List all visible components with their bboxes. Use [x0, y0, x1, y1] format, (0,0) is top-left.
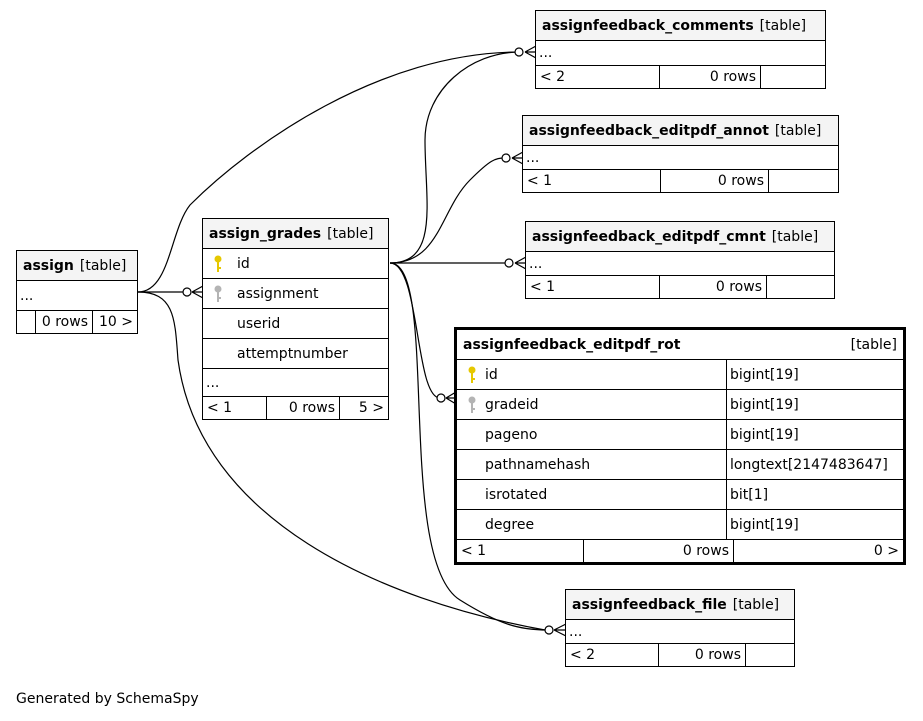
footer-parents: < 2 [566, 644, 659, 666]
column-name: pathnamehash [457, 450, 727, 479]
foreign-key-icon [214, 285, 222, 302]
ellipsis-row: ... [566, 620, 794, 644]
column-row: pageno bigint[19] [457, 420, 903, 450]
footer-children: 5 > [358, 400, 384, 416]
column-type: longtext[2147483647] [730, 456, 888, 473]
table-assign[interactable]: assign [table] ... 0 rows 10 > [16, 250, 138, 334]
column-name: gradeid [457, 390, 727, 419]
column-row: isrotated bit[1] [457, 480, 903, 510]
foreign-key-icon [468, 396, 476, 413]
column-type: bigint[19] [730, 366, 799, 383]
ellipsis-row: ... [203, 369, 388, 397]
footer-children [761, 66, 825, 88]
table-type: [table] [771, 228, 819, 245]
footer-rows: 0 rows [661, 170, 769, 192]
table-footer: < 2 0 rows [566, 644, 794, 666]
footer-children: 10 > [99, 314, 133, 330]
edge-assign-comments [137, 51, 521, 293]
footer-rows: 0 rows [660, 276, 767, 298]
column-row: userid [203, 309, 388, 339]
table-footer: < 1 0 rows 0 > [457, 540, 903, 562]
table-assignfeedback-editpdf-rot[interactable]: assignfeedback_editpdf_rot [table] id big… [454, 327, 906, 565]
footer-parents: < 1 [457, 540, 584, 562]
footer-parents: < 1 [523, 170, 661, 192]
column-row: assignment [203, 279, 388, 309]
table-assignfeedback-file[interactable]: assignfeedback_file [table] ... < 2 0 row… [565, 589, 795, 667]
footer-children [767, 276, 834, 298]
edge-grades-rot [389, 262, 441, 399]
edge-grades-file [389, 262, 549, 631]
column-row: gradeid bigint[19] [457, 390, 903, 420]
table-name: assignfeedback_editpdf_annot [529, 122, 769, 139]
table-footer: < 1 0 rows [526, 276, 834, 298]
table-assign-grades[interactable]: assign_grades [table] id assignment useri… [202, 218, 389, 420]
table-name: assignfeedback_comments [542, 17, 754, 34]
table-name: assignfeedback_file [572, 596, 727, 613]
table-footer: 0 rows 10 > [17, 311, 137, 333]
column-row: id bigint[19] [457, 360, 903, 390]
footer-rows: 0 rows [36, 311, 93, 333]
ellipsis-row: ... [536, 41, 825, 66]
footer-rows: 0 rows [660, 66, 761, 88]
column-name: id [457, 360, 727, 389]
column-type: bigint[19] [730, 426, 799, 443]
column-name: isrotated [457, 480, 727, 509]
footer-children [769, 170, 838, 192]
column-row: attemptnumber [203, 339, 388, 369]
table-footer: < 2 0 rows [536, 66, 825, 88]
generated-by-label: Generated by SchemaSpy [16, 691, 199, 707]
table-name: assign [23, 257, 74, 274]
footer-parents: < 1 [526, 276, 660, 298]
table-type: [table] [732, 596, 780, 613]
edge-assign-file [137, 291, 546, 631]
footer-children: 0 > [873, 543, 899, 559]
table-name: assignfeedback_editpdf_cmnt [532, 228, 766, 245]
ellipsis-row: ... [17, 281, 137, 311]
table-footer: < 1 0 rows [523, 170, 838, 192]
edge-grades-comments [389, 51, 521, 264]
column-type: bit[1] [730, 486, 769, 503]
footer-parents: < 2 [536, 66, 660, 88]
table-footer: < 1 0 rows 5 > [203, 397, 388, 419]
column-name: id [237, 255, 250, 272]
table-name: assign_grades [209, 225, 322, 242]
table-type: [table] [774, 122, 822, 139]
edge-grades-annot [389, 157, 506, 264]
table-assignfeedback-editpdf-annot[interactable]: assignfeedback_editpdf_annot[table] ... … [522, 115, 839, 193]
column-name: userid [237, 315, 281, 332]
footer-rows: 0 rows [267, 397, 340, 419]
table-name: assignfeedback_editpdf_rot [463, 336, 681, 353]
column-row: pathnamehash longtext[2147483647] [457, 450, 903, 480]
ellipsis-row: ... [523, 146, 838, 170]
footer-parents: < 1 [203, 397, 267, 419]
footer-rows: 0 rows [584, 540, 734, 562]
column-name: pageno [457, 420, 727, 449]
table-type: [table] [327, 225, 374, 242]
table-type: [table] [759, 17, 807, 34]
column-row: degree bigint[19] [457, 510, 903, 540]
column-name: assignment [237, 285, 319, 302]
table-type: [table] [850, 336, 897, 353]
footer-parents [17, 311, 36, 333]
primary-key-icon [468, 366, 476, 383]
primary-key-icon [214, 255, 222, 272]
column-name: attemptnumber [237, 345, 348, 362]
footer-children [746, 644, 794, 666]
table-assignfeedback-comments[interactable]: assignfeedback_comments [table] ... < 2 0… [535, 10, 826, 89]
column-type: bigint[19] [730, 516, 799, 533]
column-type: bigint[19] [730, 396, 799, 413]
ellipsis-row: ... [526, 252, 834, 276]
table-assignfeedback-editpdf-cmnt[interactable]: assignfeedback_editpdf_cmnt [table] ... <… [525, 221, 835, 299]
column-row: id [203, 249, 388, 279]
footer-rows: 0 rows [659, 644, 746, 666]
table-type: [table] [79, 257, 127, 274]
column-name: degree [457, 510, 727, 539]
